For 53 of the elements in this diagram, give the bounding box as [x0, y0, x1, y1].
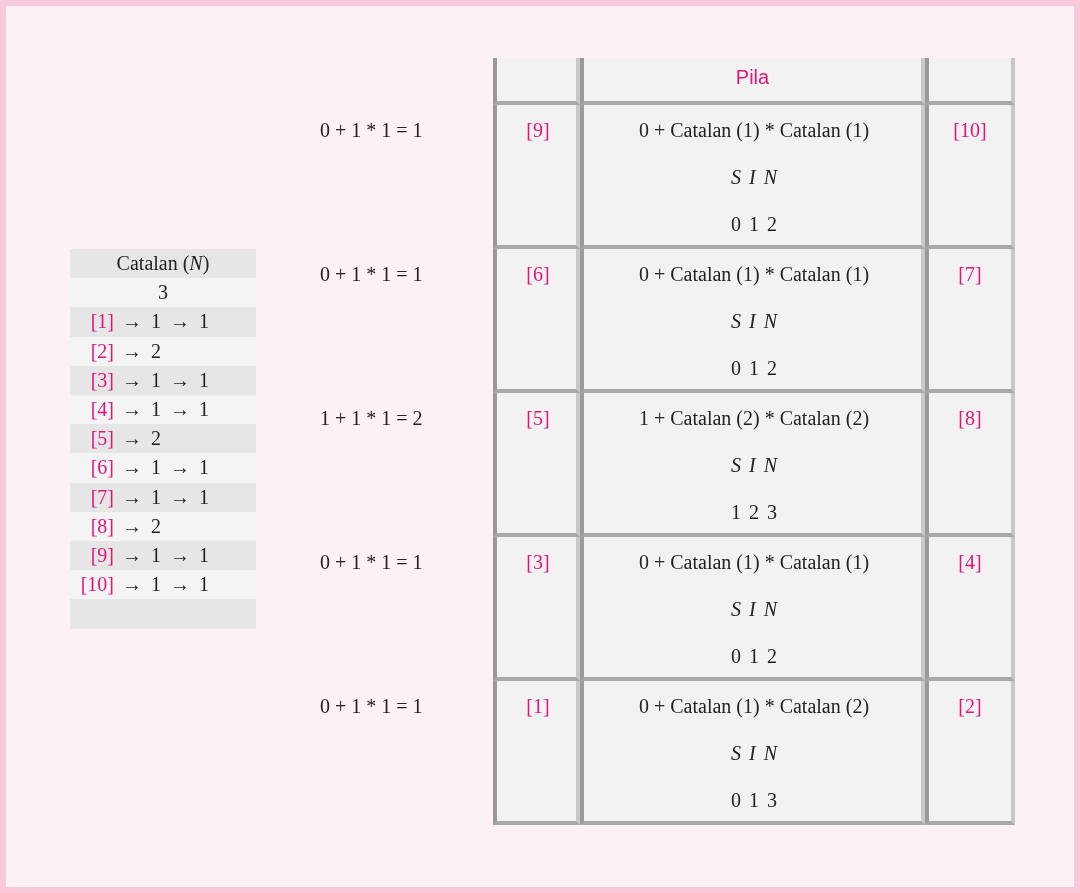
call-index: [6]	[90, 456, 114, 480]
call-result: → 2	[122, 427, 161, 451]
variable-names: S I N	[731, 454, 777, 477]
variable-values: 0 1 2	[731, 357, 777, 380]
variable-names: S I N	[731, 310, 777, 333]
call-index: [1]	[526, 695, 550, 718]
variable-names: S I N	[731, 742, 777, 765]
call-index: [5]	[90, 427, 114, 451]
call-result: → 1 → 1	[122, 544, 209, 567]
call-index: [4]	[958, 551, 982, 574]
call-index: [2]	[958, 695, 982, 718]
call-index: [4]	[90, 398, 114, 421]
call-index: [10]	[953, 119, 987, 142]
frame-result: 0 + 1 * 1 = 1	[320, 119, 423, 142]
frame-result: 0 + 1 * 1 = 1	[320, 263, 423, 286]
frame-expression: 0 + Catalan (1) * Catalan (1)	[638, 551, 870, 574]
stack-title: Pila	[735, 66, 770, 89]
variable-values: 0 1 2	[731, 213, 777, 236]
call-result: → 2	[122, 514, 161, 538]
variable-values: 0 1 3	[731, 789, 777, 812]
frame-result: 1 + 1 * 1 = 2	[320, 407, 423, 430]
table-header: Catalan (N)	[116, 252, 210, 275]
call-index: [6]	[526, 263, 550, 286]
call-result: → 1 → 1	[122, 310, 209, 334]
call-index: [5]	[526, 407, 550, 430]
call-index: [8]	[958, 407, 982, 430]
frame-result: 0 + 1 * 1 = 1	[320, 551, 423, 574]
call-index: [9]	[90, 544, 114, 567]
variable-values: 1 2 3	[731, 501, 777, 524]
call-index: [3]	[90, 368, 114, 392]
call-result: → 1 → 1	[122, 485, 209, 509]
table-cell: 3	[158, 281, 168, 305]
frame-expression: 0 + Catalan (1) * Catalan (2)	[638, 695, 870, 718]
call-index: [8]	[90, 514, 114, 538]
call-index: [2]	[90, 339, 114, 363]
call-result: → 1 → 1	[122, 368, 209, 392]
call-result: → 1 → 1	[122, 573, 209, 597]
call-result: → 1 → 1	[122, 456, 209, 480]
call-index: [10]	[80, 573, 114, 597]
call-result: → 2	[122, 339, 161, 363]
call-index: [9]	[526, 119, 550, 142]
call-index: [7]	[90, 485, 114, 509]
variable-names: S I N	[731, 598, 777, 621]
frame-expression: 1 + Catalan (2) * Catalan (2)	[638, 407, 870, 430]
call-index: [7]	[958, 263, 982, 286]
call-index: [1]	[90, 310, 114, 334]
frame-expression: 0 + Catalan (1) * Catalan (1)	[638, 119, 870, 142]
variable-names: S I N	[731, 166, 777, 189]
call-result: → 1 → 1	[122, 398, 209, 421]
frame-result: 0 + 1 * 1 = 1	[320, 695, 423, 718]
frame-expression: 0 + Catalan (1) * Catalan (1)	[638, 263, 870, 286]
call-index: [3]	[526, 551, 550, 574]
variable-values: 0 1 2	[731, 645, 777, 668]
